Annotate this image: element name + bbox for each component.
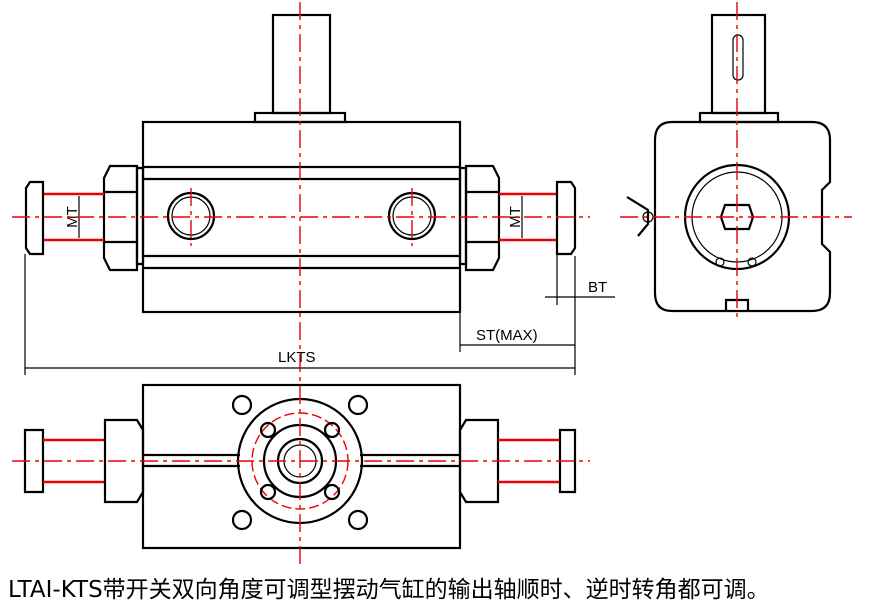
key-slot [732,34,744,81]
mt-label-left: MT [64,206,81,228]
caption: LTAI-KTS带开关双向角度可调型摆动气缸的输出轴顺时、逆时转角都可调。 [8,577,770,603]
switch-bracket [626,196,650,237]
side-view [620,2,852,318]
bolt-holes [231,394,369,531]
side-shaft [710,13,767,115]
hex-nut-left [102,164,139,272]
lkts-label: LKTS [278,349,316,366]
bt-label: BT [588,279,607,296]
front-view: MT MT BT ST(MAX) LKTS [12,13,615,375]
hex-nut-right [464,164,501,272]
side-body [653,120,832,313]
end-cap-left [24,180,45,256]
st-max-label: ST(MAX) [476,327,538,344]
plan-view [12,2,590,565]
output-shaft [271,13,332,115]
end-cap-right [555,180,577,256]
